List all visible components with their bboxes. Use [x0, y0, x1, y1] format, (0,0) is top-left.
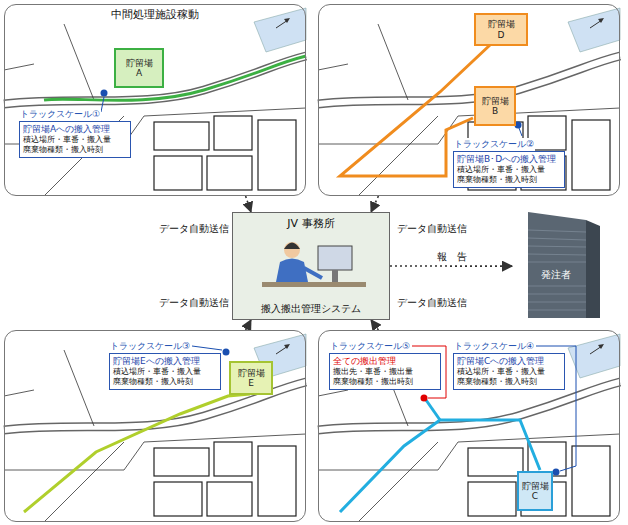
- person-body: [276, 259, 308, 283]
- box-heading: 貯留場Eへの搬入管理: [113, 356, 217, 367]
- data-arrow: [390, 265, 512, 267]
- leader-line: [192, 346, 222, 350]
- monitor-stand: [332, 270, 338, 282]
- scale-label: トラックスケール③: [109, 340, 191, 353]
- desk: [262, 282, 366, 287]
- truck-scale-box: トラックスケール④貯留場Cへの搬入管理積込場所・車番・搬入量 廃棄物種類・搬入時…: [453, 353, 565, 390]
- area-label: 貯留場 C: [520, 481, 550, 502]
- data-arrow: [246, 196, 251, 212]
- building-face: [528, 212, 586, 318]
- scale-dot: [101, 90, 108, 97]
- truck-scale-box: トラックスケール②貯留場B･Dへの搬入管理積込場所・車番・搬入量 廃棄物種類・搬…: [453, 151, 565, 188]
- scale-dot: [223, 349, 230, 356]
- area-label: 貯留場 D: [486, 19, 516, 40]
- site-map: [4, 8, 306, 196]
- office-ground: [232, 212, 390, 320]
- box-body: 積込場所・車番・搬入量 廃棄物種類・搬入時刻: [457, 367, 561, 387]
- system-name: 搬入搬出管理システム: [261, 302, 361, 316]
- scale-label: トラックスケール①: [19, 108, 101, 121]
- area-label: 貯留場 B: [480, 96, 510, 117]
- client-name: 発注者: [512, 268, 600, 282]
- box-heading: 貯留場Aへの搬入管理: [23, 124, 127, 135]
- scale-dot: [421, 395, 428, 402]
- edge-label: データ自動送信: [158, 222, 230, 236]
- data-arrow: [246, 320, 251, 330]
- haul-route: [340, 420, 540, 512]
- scale-label: トラックスケール②: [453, 138, 535, 151]
- scale-label: トラックスケール⑤: [329, 340, 411, 353]
- map-panel: トラックスケール③ 貯留場Eへの搬入管理積込場所・車番・搬入量 廃棄物種類・搬入時…: [4, 330, 306, 522]
- box-body: 積込場所・車番・搬入量 廃棄物種類・搬入時刻: [113, 367, 217, 387]
- edge-label: 報 告: [436, 250, 468, 264]
- data-arrow: [371, 320, 378, 330]
- box-body: 積込場所・車番・搬入量 廃棄物種類・搬入時刻: [457, 165, 561, 185]
- office-box: JV 事務所搬入搬出管理システム: [232, 212, 390, 320]
- person-head: [284, 242, 300, 258]
- map-panel: トラックスケール⑤全ての搬出管理搬出先・車番・搬出量 廃棄物種類・搬出時刻トラッ…: [318, 330, 620, 522]
- box-heading: 貯留場B･Dへの搬入管理: [457, 154, 561, 165]
- client-building: 発注者: [512, 210, 600, 318]
- truck-scale-box: トラックスケール③貯留場Eへの搬入管理積込場所・車番・搬入量 廃棄物種類・搬入時…: [109, 353, 221, 390]
- site-map: [318, 8, 620, 196]
- box-heading: 全ての搬出管理: [333, 356, 437, 367]
- box-heading: 貯留場Cへの搬入管理: [457, 356, 561, 367]
- scale-dot: [553, 469, 560, 476]
- storage-area: 貯留場 B: [474, 86, 516, 126]
- haul-route: [426, 400, 440, 420]
- office-title: JV 事務所: [287, 216, 334, 231]
- site-map: [318, 334, 620, 522]
- area-label: 貯留場 E: [236, 368, 266, 389]
- scale-label: トラックスケール④: [453, 340, 535, 353]
- map-panel: 貯留場 D貯留場 Bトラックスケール②貯留場B･Dへの搬入管理積込場所・車番・搬…: [318, 4, 620, 196]
- leader-line: [519, 128, 522, 136]
- monitor: [318, 246, 352, 270]
- haul-route: [44, 56, 306, 100]
- box-body: 搬出先・車番・搬出量 廃棄物種類・搬出時刻: [333, 367, 437, 387]
- data-arrow: [371, 196, 378, 212]
- storage-area: 貯留場 A: [114, 48, 164, 88]
- leader-line: [101, 97, 104, 112]
- truck-scale-box: トラックスケール①貯留場Aへの搬入管理積込場所・車番・搬入量 廃棄物種類・搬入時…: [19, 121, 131, 158]
- truck-scale-box: トラックスケール⑤全ての搬出管理搬出先・車番・搬出量 廃棄物種類・搬出時刻: [329, 353, 441, 390]
- edge-label: データ自動送信: [396, 222, 468, 236]
- building-side: [586, 220, 600, 318]
- person-arm: [304, 268, 322, 278]
- edge-label: データ自動送信: [158, 296, 230, 310]
- person-hair: [284, 243, 300, 250]
- map-panel: 中間処理施設稼動貯留場 Aトラックスケール①貯留場Aへの搬入管理積込場所・車番・…: [4, 4, 306, 196]
- site-map: [4, 334, 306, 522]
- panel-title: 中間処理施設稼動: [108, 7, 202, 22]
- box-body: 積込場所・車番・搬入量 廃棄物種類・搬入時刻: [23, 135, 127, 155]
- area-label: 貯留場 A: [124, 58, 154, 79]
- edge-label: データ自動送信: [396, 296, 468, 310]
- storage-area: 貯留場 E: [229, 361, 273, 395]
- haul-route: [24, 394, 250, 512]
- storage-area: 貯留場 C: [517, 471, 553, 511]
- storage-area: 貯留場 D: [474, 13, 528, 46]
